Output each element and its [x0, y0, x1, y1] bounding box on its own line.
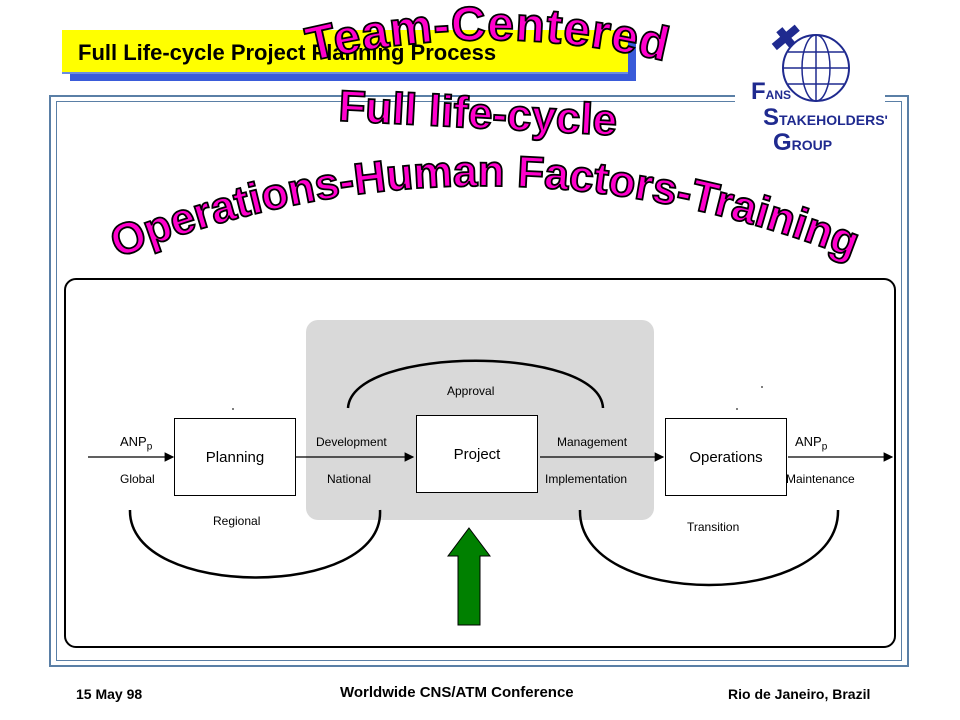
page-title: Full Life-cycle Project Planning Process — [78, 40, 497, 65]
wordart-team-centered: Team-Centered — [301, 0, 675, 72]
approval-label: Approval — [447, 384, 495, 398]
management-label: Management — [557, 435, 628, 449]
logo-line-fans: FANS — [751, 78, 792, 105]
footer-conference: Worldwide CNS/ATM Conference — [340, 684, 574, 701]
transition-arc — [578, 509, 840, 587]
implementation-label: Implementation — [545, 472, 628, 486]
anp-right-label: ANPp — [795, 434, 828, 453]
logo-line-group: GROUP — [773, 129, 833, 156]
wordart-full-life-cycle: Full life-cycle — [337, 82, 618, 146]
development-label: Development — [316, 435, 387, 449]
logo-graphics — [771, 24, 850, 102]
project-node: Project — [416, 415, 538, 493]
approval-arc — [346, 359, 605, 409]
satellite-icon — [771, 24, 800, 51]
national-label: National — [327, 472, 372, 486]
logo-line-stakeholders: STAKEHOLDERS' — [763, 104, 888, 131]
wordart-operations: Operations-Human Factors-Training — [104, 147, 866, 268]
global-label: Global — [120, 472, 155, 486]
planning-node: Planning — [174, 418, 296, 496]
footer-date: 15 May 98 — [76, 686, 143, 702]
regional-arc — [128, 509, 382, 579]
operations-node: Operations — [665, 418, 787, 496]
transition-label: Transition — [687, 520, 740, 534]
up-arrow-icon — [447, 527, 491, 626]
anp-left-label: ANPp — [120, 434, 153, 453]
fans-logo: FANS STAKEHOLDERS' GROUP — [735, 16, 888, 156]
globe-icon — [782, 34, 850, 102]
slide-frame-inner — [56, 101, 902, 661]
regional-label: Regional — [213, 514, 261, 528]
wordart-headings: Team-Centered Full life-cycle Operations… — [103, 0, 867, 268]
title-banner — [62, 30, 628, 74]
footer-location: Rio de Janeiro, Brazil — [728, 686, 871, 702]
maintenance-label: Maintenance — [786, 472, 855, 486]
slide-frame-outer — [49, 95, 909, 667]
